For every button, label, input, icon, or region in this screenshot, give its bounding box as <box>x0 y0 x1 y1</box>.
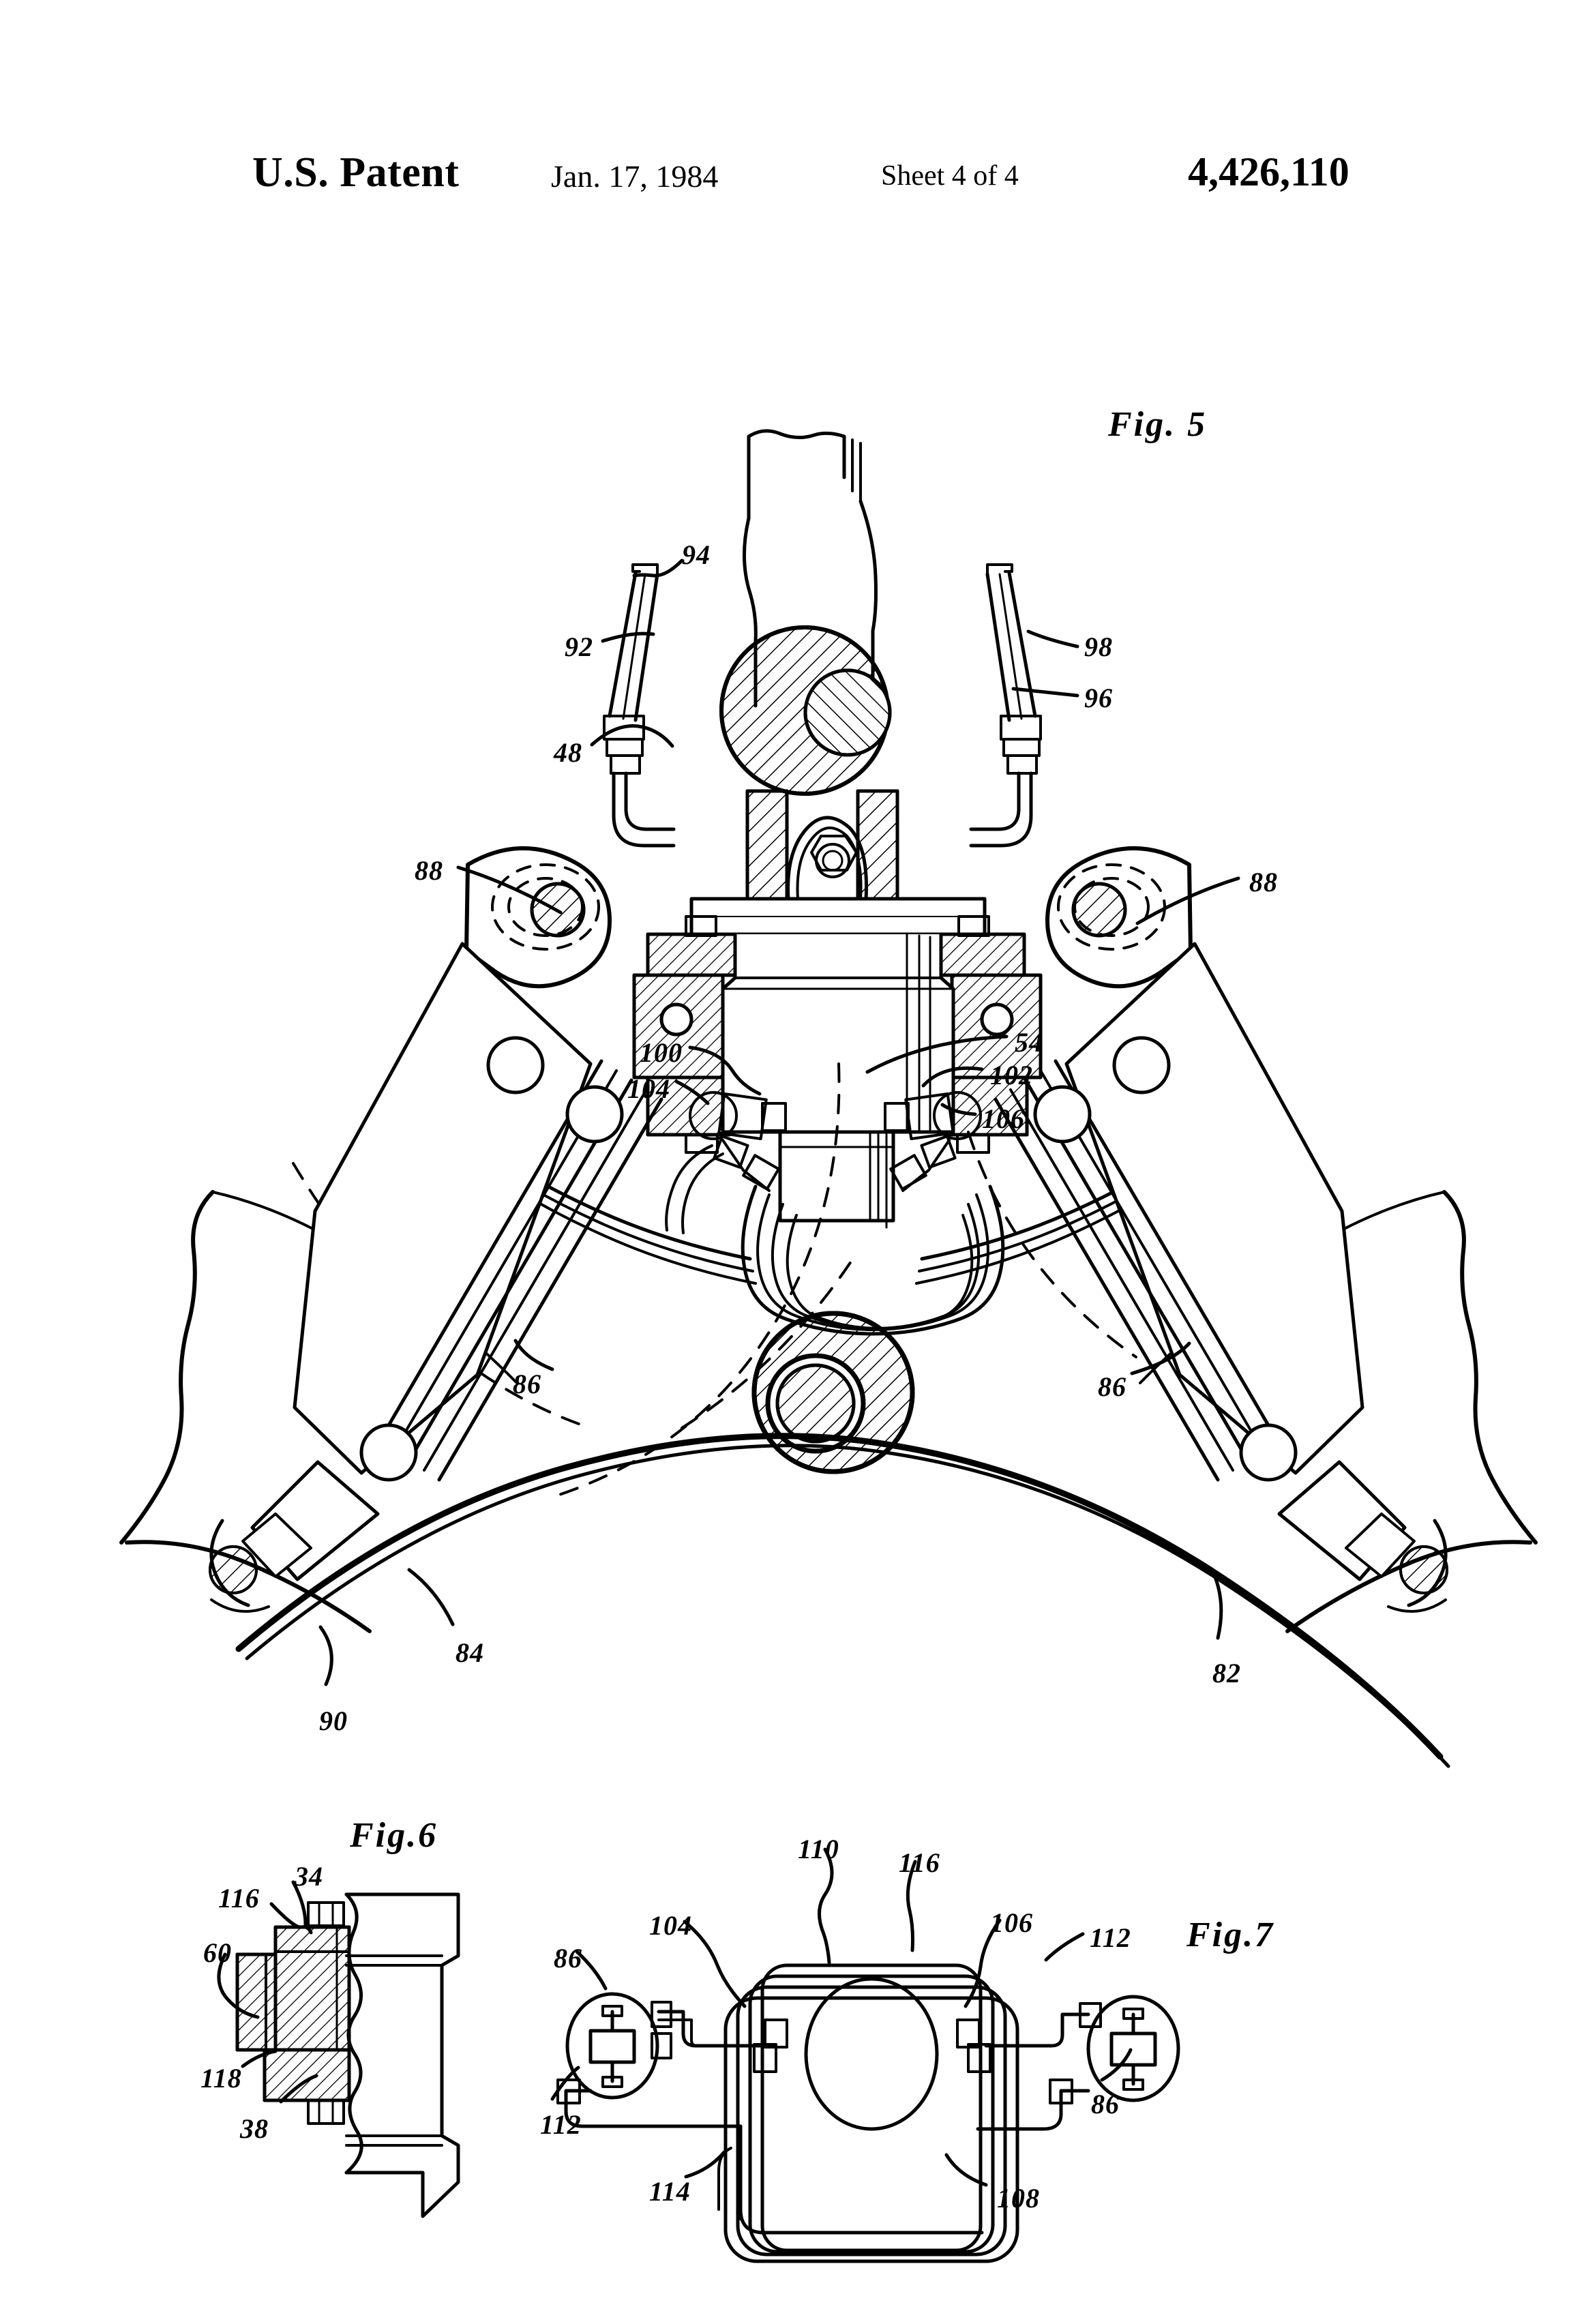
reference-numeral-94: 94 <box>682 539 711 570</box>
reference-numeral-48: 48 <box>554 737 582 768</box>
reference-numeral-116: 116 <box>218 1883 260 1913</box>
reference-numeral-112: 112 <box>1090 1922 1131 1953</box>
reference-numeral-116: 116 <box>899 1847 940 1878</box>
patent-number: 4,426,110 <box>1188 149 1349 194</box>
reference-numeral-84: 84 <box>456 1637 484 1668</box>
reference-numeral-82: 82 <box>1212 1658 1241 1688</box>
reference-numeral-118: 118 <box>200 2063 242 2094</box>
reference-numeral-88: 88 <box>415 855 443 886</box>
figure-5-title: Fig. 5 <box>1108 405 1208 444</box>
reference-numeral-106: 106 <box>990 1907 1033 1938</box>
reference-numeral-106: 106 <box>982 1103 1025 1134</box>
figure-5-drawing <box>121 431 1536 1766</box>
reference-numeral-98: 98 <box>1084 631 1113 662</box>
reference-numeral-108: 108 <box>997 2183 1040 2214</box>
reference-numeral-54: 54 <box>1015 1027 1043 1058</box>
reference-numeral-38: 38 <box>240 2113 269 2144</box>
reference-numeral-34: 34 <box>295 1861 323 1892</box>
patent-date: Jan. 17, 1984 <box>551 159 719 194</box>
reference-numeral-112: 112 <box>540 2109 582 2140</box>
reference-numeral-86: 86 <box>1091 2089 1120 2119</box>
reference-numeral-104: 104 <box>627 1073 670 1104</box>
reference-numeral-110: 110 <box>798 1834 839 1864</box>
reference-numeral-90: 90 <box>319 1705 348 1736</box>
reference-numeral-86: 86 <box>554 1943 582 1973</box>
figure-7-drawing <box>552 1849 1178 2261</box>
reference-numeral-60: 60 <box>203 1937 232 1968</box>
reference-numeral-114: 114 <box>649 2176 691 2207</box>
reference-numeral-92: 92 <box>565 631 593 662</box>
reference-numeral-86: 86 <box>513 1369 541 1399</box>
reference-numeral-100: 100 <box>640 1037 683 1068</box>
figure-6-drawing <box>219 1882 458 2216</box>
page-header: U.S. Patent Jan. 17, 1984 Sheet 4 of 4 4… <box>0 149 1582 210</box>
patent-office-title: U.S. Patent <box>252 149 460 196</box>
reference-numeral-96: 96 <box>1084 683 1113 713</box>
reference-numeral-86: 86 <box>1098 1371 1126 1402</box>
reference-numeral-88: 88 <box>1249 867 1278 897</box>
reference-numeral-104: 104 <box>649 1910 692 1941</box>
figure-6-title: Fig.6 <box>350 1816 438 1855</box>
sheet-number: Sheet 4 of 4 <box>881 160 1019 192</box>
reference-numeral-102: 102 <box>990 1060 1033 1090</box>
figure-7-title: Fig.7 <box>1186 1916 1275 1954</box>
